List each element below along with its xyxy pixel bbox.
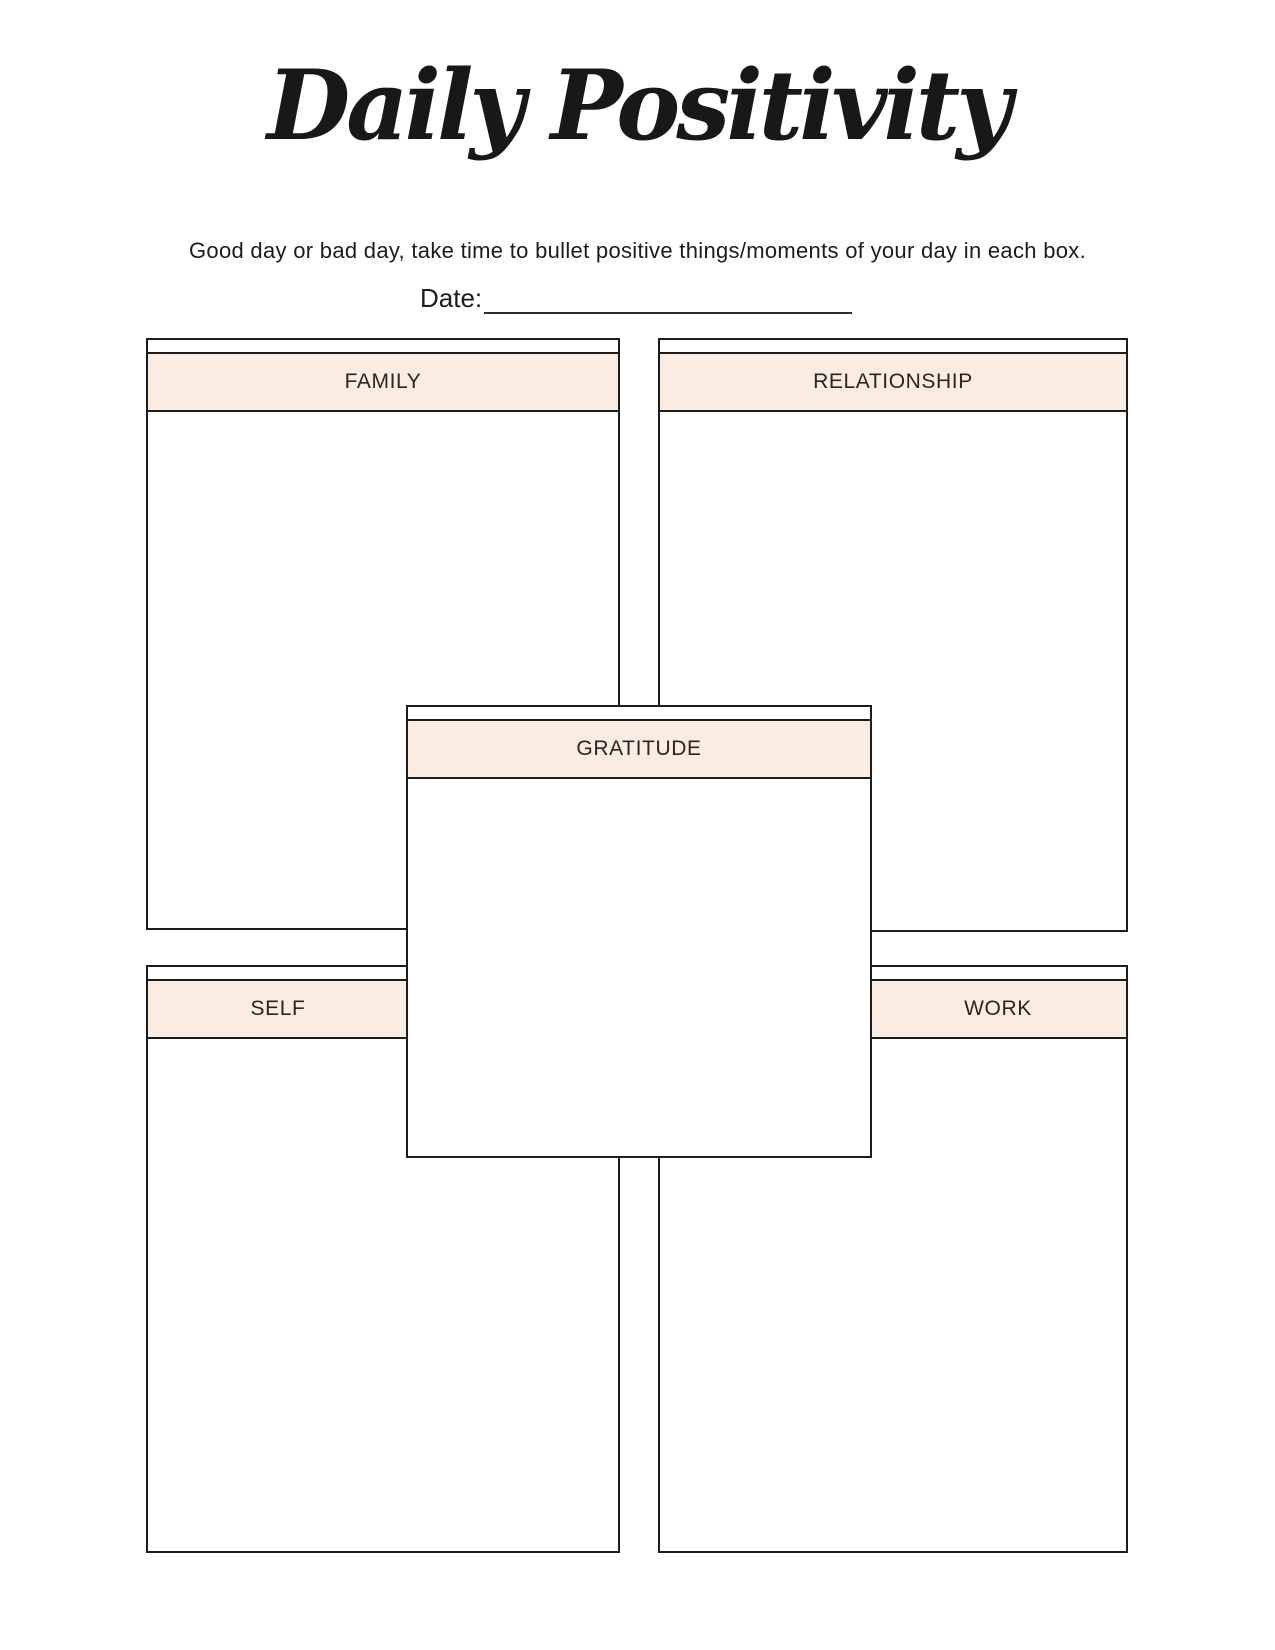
family-label: FAMILY: [344, 370, 422, 393]
self-label-zone: SELF: [148, 981, 408, 1037]
gratitude-label: GRATITUDE: [576, 737, 702, 760]
self-label: SELF: [250, 997, 306, 1020]
date-label: Date:: [420, 283, 483, 313]
work-label: WORK: [964, 997, 1032, 1020]
date-row: Date:: [420, 283, 853, 314]
gratitude-box: GRATITUDE: [406, 705, 872, 1158]
page-title: Daily Positivity: [267, 49, 1012, 162]
relationship-header: RELATIONSHIP: [660, 352, 1126, 412]
family-header: FAMILY: [148, 352, 618, 412]
relationship-label: RELATIONSHIP: [813, 370, 973, 393]
gratitude-header: GRATITUDE: [408, 719, 870, 779]
work-label-zone: WORK: [870, 981, 1126, 1037]
subtitle: Good day or bad day, take time to bullet…: [189, 238, 1086, 263]
family-box: FAMILY: [146, 338, 620, 930]
date-blank-line: [484, 286, 853, 314]
relationship-box: RELATIONSHIP: [658, 338, 1128, 932]
